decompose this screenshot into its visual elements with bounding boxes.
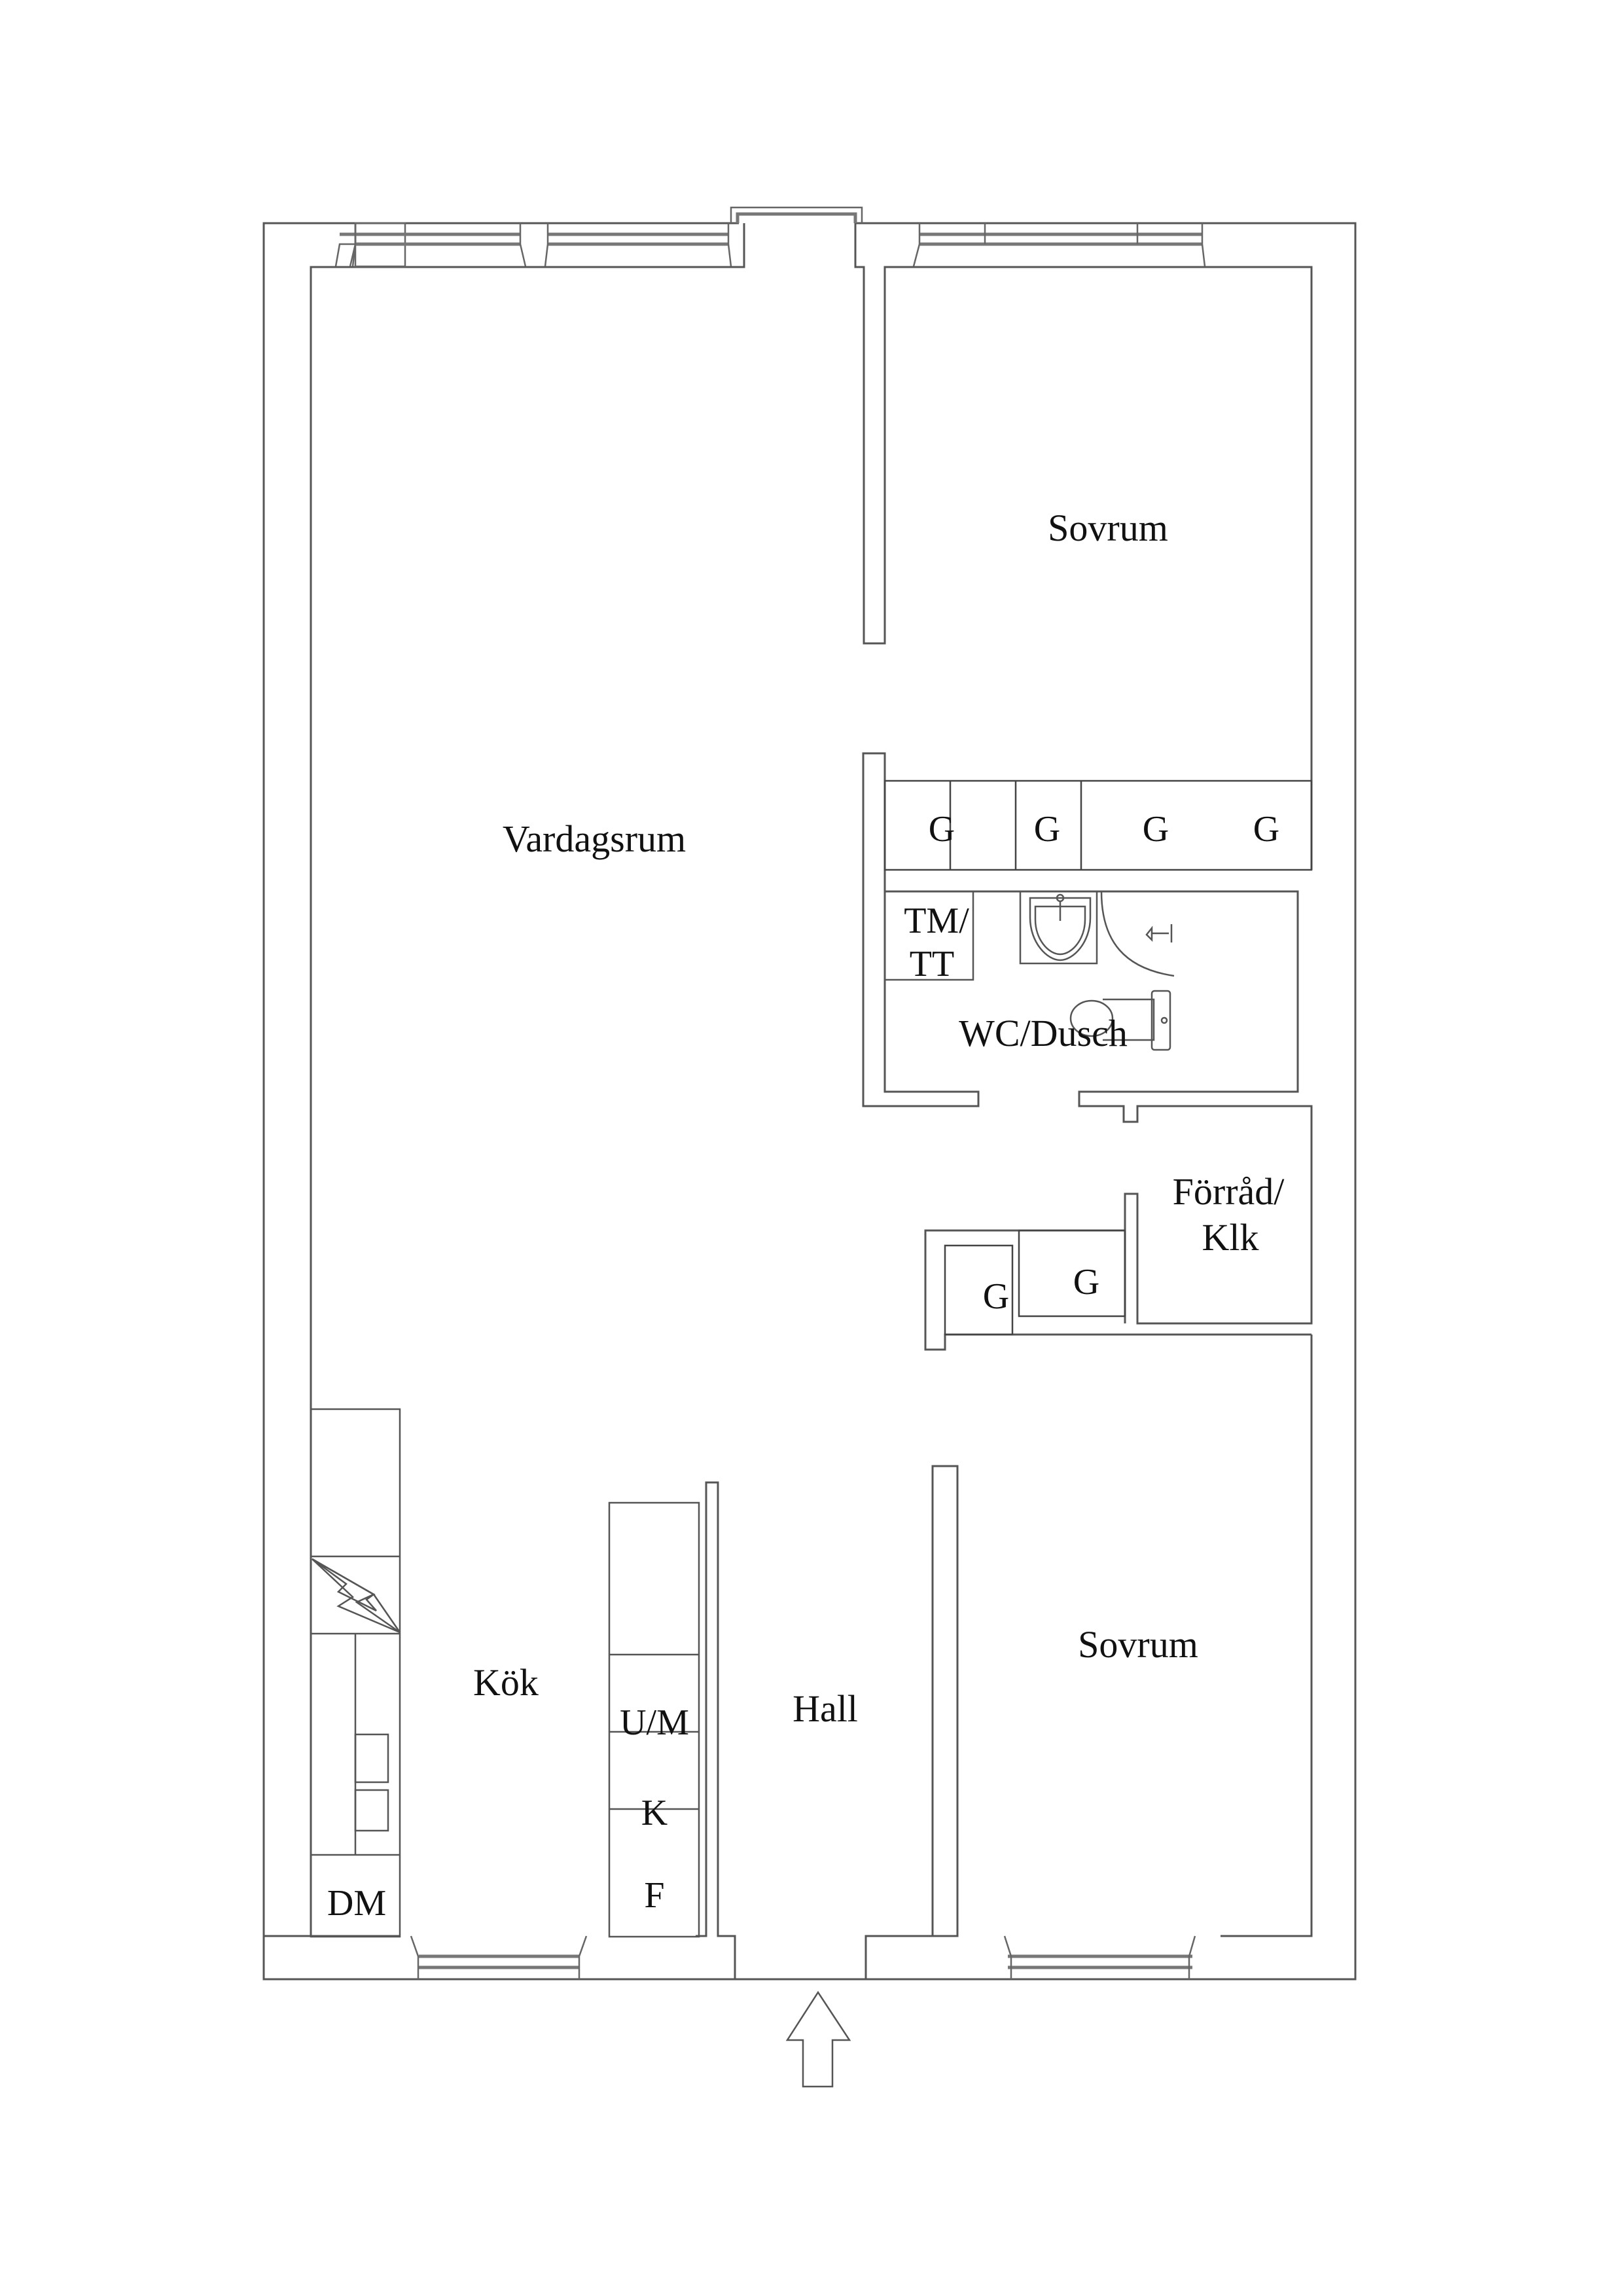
chimney-flue-icon bbox=[312, 1558, 401, 1634]
kitchen-right-counter bbox=[608, 1501, 700, 1938]
room-label-living: Vardagsrum bbox=[503, 817, 686, 860]
exterior-walls bbox=[262, 222, 1357, 1981]
wardrobes-top bbox=[883, 780, 1313, 871]
wardrobe-label-1: G bbox=[929, 809, 955, 850]
freezer-label: F bbox=[644, 1875, 664, 1916]
fridge-label: K bbox=[641, 1793, 668, 1833]
hall-walls bbox=[696, 1481, 933, 1979]
room-label-bedroom-bottom: Sovrum bbox=[1078, 1623, 1198, 1666]
hall-wardrobe-label-1: G bbox=[983, 1276, 1009, 1317]
wardrobe-wall bbox=[862, 752, 980, 1107]
balcony-door bbox=[730, 206, 863, 223]
room-label-storage-line1: Förråd/ bbox=[1173, 1170, 1285, 1213]
room-label-storage-line2: Klk bbox=[1202, 1216, 1259, 1259]
washer-label-line1: TM/ bbox=[904, 901, 969, 941]
wardrobe-label-4: G bbox=[1253, 809, 1279, 850]
window-living-2 bbox=[544, 223, 732, 267]
room-label-kitchen: Kök bbox=[473, 1661, 539, 1704]
bedroom-bottom-walls bbox=[931, 1335, 1313, 1937]
window-bedroom-bottom bbox=[1003, 1935, 1196, 1979]
sink-icon bbox=[1019, 890, 1098, 965]
microwave-label: U/M bbox=[620, 1702, 689, 1743]
room-label-bathroom: WC/Dusch bbox=[959, 1012, 1128, 1054]
window-bedroom-top bbox=[912, 223, 1206, 267]
window-living-1 bbox=[334, 222, 527, 268]
wardrobes-hall bbox=[924, 1229, 1311, 1351]
hall-wardrobe-label-2: G bbox=[1073, 1262, 1099, 1302]
entrance-arrow-icon bbox=[785, 1990, 851, 2088]
window-kitchen bbox=[264, 1409, 706, 1979]
storage-walls bbox=[1124, 1105, 1313, 1325]
kitchen-left-counter bbox=[310, 1408, 401, 1938]
wardrobe-label-3: G bbox=[1143, 809, 1169, 850]
room-label-hall: Hall bbox=[793, 1687, 858, 1730]
toilet-icon bbox=[1069, 990, 1171, 1051]
washer-dryer-cabinet bbox=[883, 890, 974, 981]
washer-label-line2: TT bbox=[910, 944, 954, 984]
dishwasher-label: DM bbox=[327, 1883, 386, 1924]
wardrobe-label-2: G bbox=[1034, 809, 1060, 850]
shower-icon bbox=[1100, 891, 1175, 977]
room-label-bedroom-top: Sovrum bbox=[1048, 507, 1168, 549]
